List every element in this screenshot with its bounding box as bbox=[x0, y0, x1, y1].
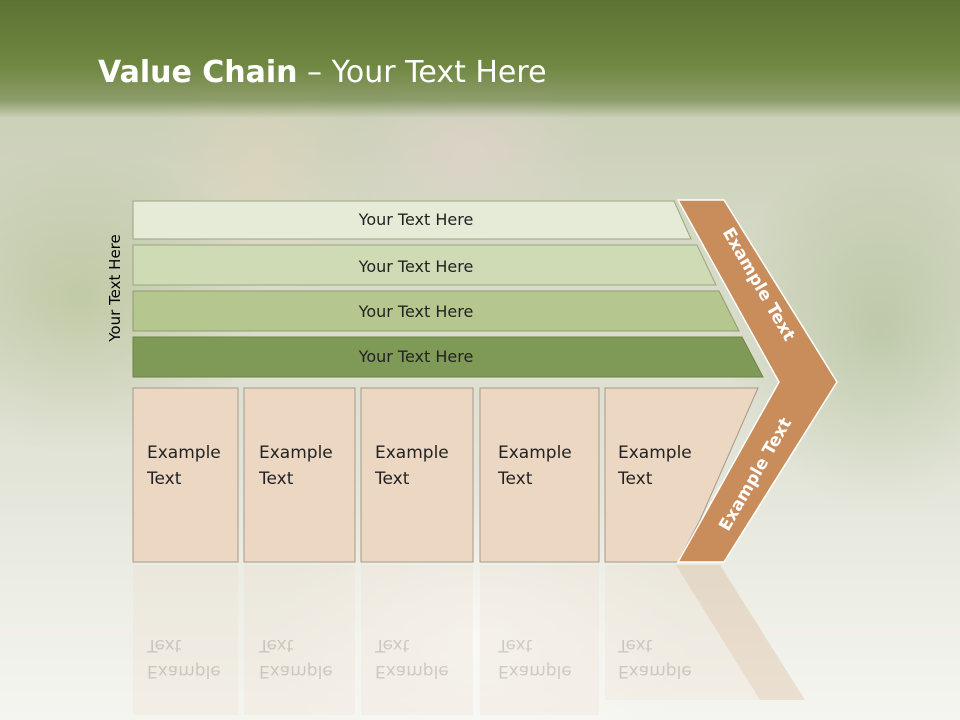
bar-2[interactable]: Your Text Here bbox=[132, 244, 717, 286]
bar-4[interactable]: Your Text Here bbox=[132, 336, 764, 378]
cell-1-line1: Example bbox=[147, 443, 221, 463]
cell-2-line2: Text bbox=[259, 469, 294, 489]
bar-3-label: Your Text Here bbox=[358, 302, 474, 321]
cell-1-line2: Text bbox=[147, 469, 182, 489]
bar-2-label: Your Text Here bbox=[358, 257, 474, 276]
bar-3[interactable]: Your Text Here bbox=[132, 290, 740, 332]
cell-1[interactable] bbox=[132, 387, 239, 563]
title-rest: – Your Text Here bbox=[297, 55, 547, 90]
cell-4[interactable] bbox=[479, 387, 600, 563]
bar-4-label: Your Text Here bbox=[358, 347, 474, 366]
cell-2-line1: Example bbox=[259, 443, 333, 463]
slide-title: Value Chain – Your Text Here bbox=[98, 55, 547, 90]
cell-3-line1: Example bbox=[375, 443, 449, 463]
cell-3-line2: Text bbox=[375, 469, 410, 489]
cell-5-line2: Text bbox=[618, 469, 653, 489]
bar-1-label: Your Text Here bbox=[358, 210, 474, 229]
cell-4-line1: Example bbox=[498, 443, 572, 463]
cells-reflection bbox=[133, 565, 805, 715]
cell-4-line2: Text bbox=[498, 469, 533, 489]
title-bold: Value Chain bbox=[98, 55, 298, 90]
bar-1[interactable]: Your Text Here bbox=[132, 200, 692, 240]
title-band bbox=[0, 0, 960, 118]
cell-5-line1: Example bbox=[618, 443, 692, 463]
cell-2[interactable] bbox=[243, 387, 356, 563]
cell-3[interactable] bbox=[360, 387, 474, 563]
